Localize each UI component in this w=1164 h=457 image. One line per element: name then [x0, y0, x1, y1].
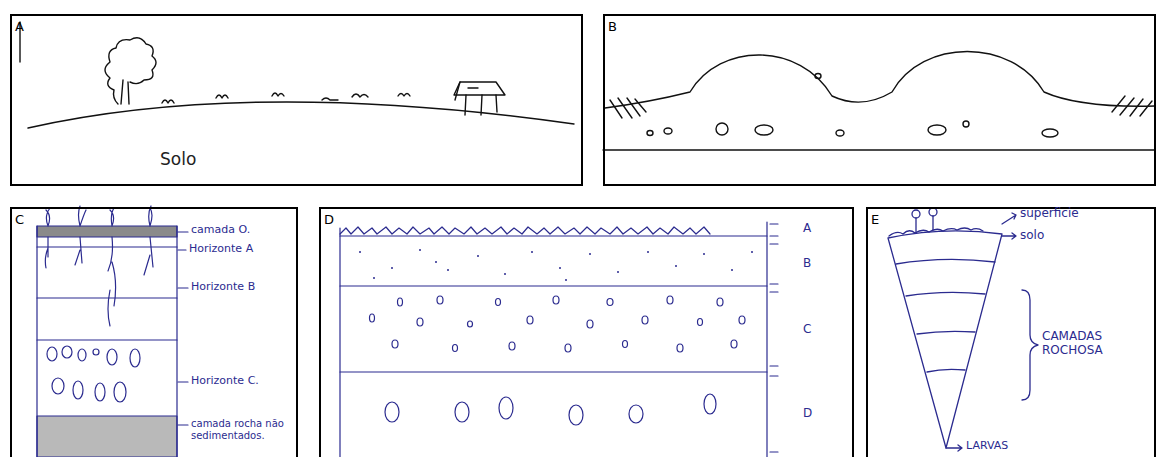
panel-letter: C [12, 212, 27, 228]
panel-letter: B [605, 19, 620, 35]
sand-dots [359, 249, 753, 281]
horizon-letter: C [803, 323, 811, 337]
relief-sketch [603, 52, 1155, 151]
panel-frame: E [866, 207, 1156, 457]
panel-letter: D [321, 212, 337, 228]
horizon-letter: B [803, 257, 811, 271]
horizon-letter: A [803, 222, 811, 236]
soil-label: solo [1020, 229, 1044, 243]
horizon-label: Horizonte B [191, 281, 255, 294]
panel-frame: D [319, 207, 854, 457]
landscape-sketch [20, 22, 574, 128]
horizon-letter: D [803, 407, 812, 421]
soil-label: Solo [160, 150, 196, 170]
panel-frame: A [10, 14, 583, 186]
layer-label: camada O. [191, 224, 250, 237]
earth-wedge-sketch [888, 208, 1038, 451]
panel-letter: E [868, 212, 882, 228]
panel-letter: A [12, 19, 27, 35]
soil-profile-sketch [37, 206, 188, 457]
rock-layers-label: CAMADAS ROCHOSA [1042, 330, 1150, 358]
surface-label: superficie [1020, 207, 1079, 221]
horizon-label: Horizonte A [189, 243, 253, 256]
horizon-label: Horizonte C. [191, 375, 259, 388]
layer-label: camada rocha não sedimentados. [191, 418, 291, 441]
larvae-label: LARVAS [966, 440, 1008, 453]
soil-horizons-sketch [340, 222, 778, 457]
panel-frame: B [603, 14, 1156, 186]
